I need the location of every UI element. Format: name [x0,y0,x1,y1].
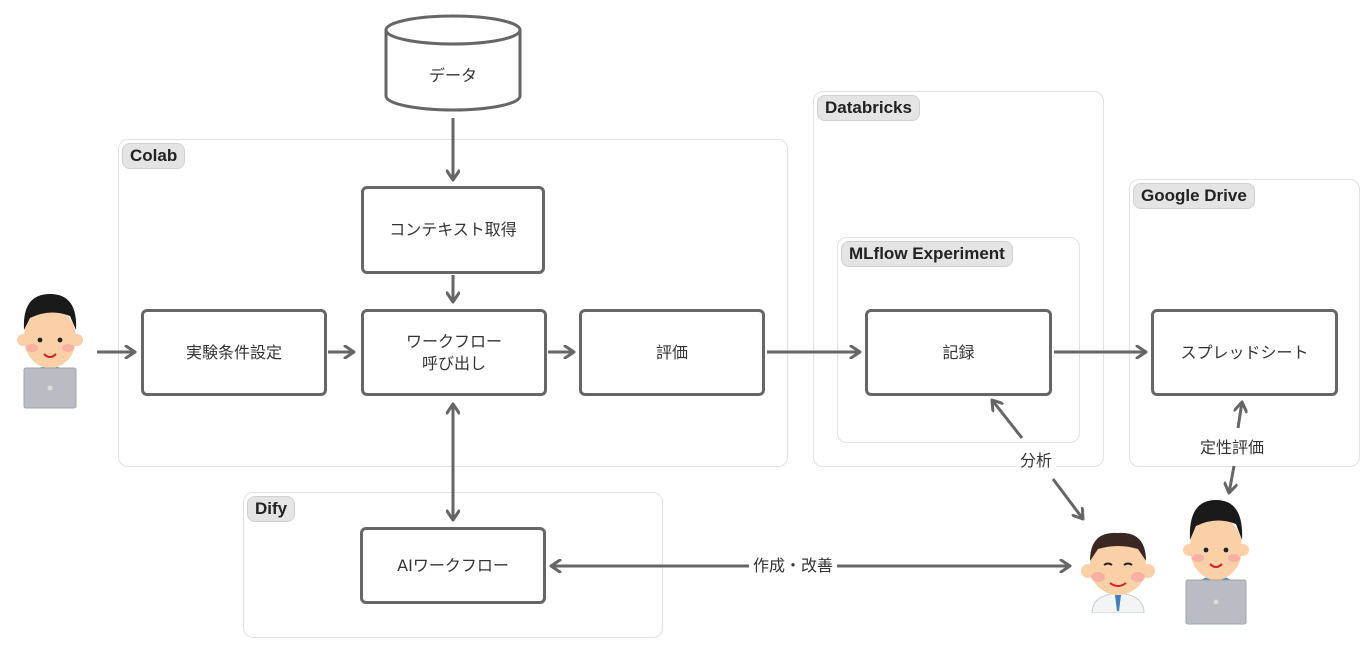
database-cylinder [384,14,522,112]
ai-workflow-node-label: AIワークフロー [397,555,509,575]
reviewer-with-laptop-icon [1183,500,1249,625]
evaluation-node[interactable]: 評価 [579,309,765,396]
record-node-label: 記録 [942,342,975,362]
edge-qual-to-user [1229,465,1234,493]
databricks-group-label: Databricks [817,95,920,121]
user-with-laptop-icon [17,294,83,409]
evaluation-node-label: 評価 [655,342,688,362]
spreadsheet-node-label: スプレッドシート [1180,342,1309,362]
create-improve-label: 作成・改善 [749,556,838,576]
data-node-label: データ [428,66,477,85]
analysis-label: 分析 [1016,451,1057,471]
context-node[interactable]: コンテキスト取得 [361,186,545,274]
spreadsheet-node[interactable]: スプレッドシート [1151,309,1338,396]
edge-qual-to-spreadsheet [1238,402,1242,429]
google-drive-group-label: Google Drive [1133,183,1255,209]
analyst-icon [1081,532,1155,613]
data-node: データ [386,46,520,106]
context-node-label: コンテキスト取得 [389,220,517,239]
dify-group-label: Dify [247,496,296,522]
mlflow-group-label: MLflow Experiment [841,241,1013,267]
qualitative-eval-label: 定性評価 [1196,438,1269,458]
record-node[interactable]: 記録 [865,309,1052,396]
setup-node[interactable]: 実験条件設定 [141,309,327,396]
workflow-call-node-label: ワークフロー 呼び出し [405,331,502,373]
colab-group-label: Colab [122,143,186,169]
edge-analysis-to-record [992,400,1024,439]
setup-node-label: 実験条件設定 [185,342,282,362]
edge-analysis-to-analyst [1051,478,1083,519]
ai-workflow-node[interactable]: AIワークフロー [360,527,546,604]
workflow-call-node[interactable]: ワークフロー 呼び出し [361,309,547,396]
